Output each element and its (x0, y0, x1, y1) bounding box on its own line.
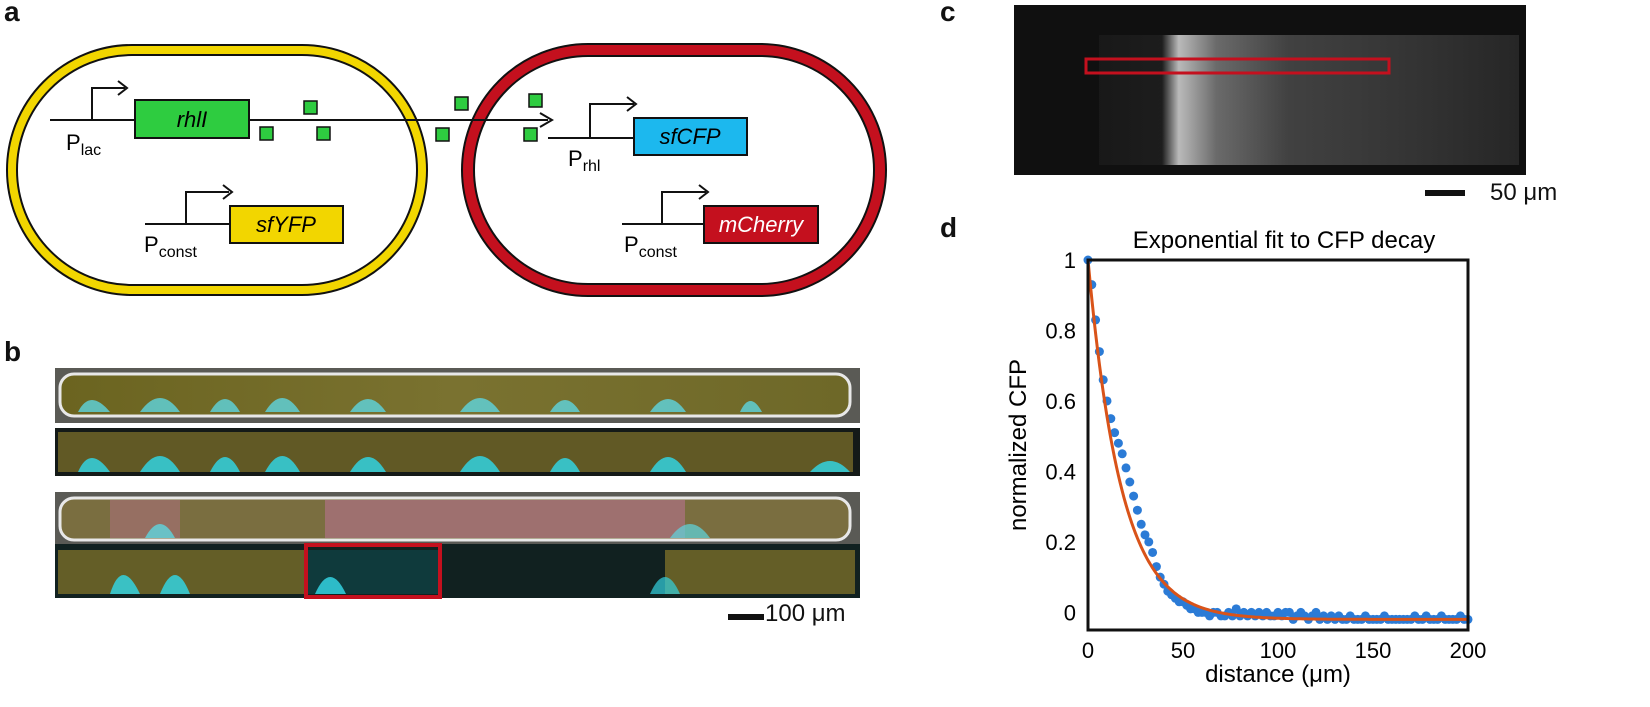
promoter-const-right-label: Pconst (624, 232, 677, 261)
data-points (1083, 255, 1473, 624)
data-point (1110, 428, 1120, 438)
dna-arrow-icon (539, 112, 554, 128)
promoter-rhl-label: Prhl (568, 146, 600, 175)
promoter-const-right-icon (661, 191, 706, 224)
gene-sfCFP (633, 117, 748, 156)
data-point (1140, 530, 1150, 540)
promoter-lac-label: Plac (66, 130, 101, 159)
gene-rhlI-label: rhlI (177, 107, 208, 132)
y-axis: 0 0.2 0.4 0.6 0.8 1 (1045, 248, 1076, 625)
promoter-rhl-icon (589, 103, 634, 138)
y-tick-label: 1 (1064, 248, 1076, 273)
data-point (1121, 463, 1131, 473)
y-tick-label: 0.6 (1045, 389, 1076, 414)
scale-bar-c (1425, 190, 1465, 196)
fluorescence-region (1099, 35, 1519, 165)
signal-molecule (454, 96, 469, 111)
promoter-const-left-label: Pconst (144, 232, 197, 261)
gene-rhlI (134, 99, 250, 139)
gene-sfYFP (229, 205, 344, 244)
plot-frame (1086, 258, 1470, 632)
x-axis-label: distance (μm) (1205, 661, 1351, 688)
signal-molecule (523, 127, 538, 142)
signal-molecule (316, 126, 331, 141)
red-cell (463, 45, 885, 295)
signal-molecule (259, 126, 274, 141)
yellow-cell-outline (6, 44, 428, 296)
scale-bar-c-label: 50 μm (1490, 179, 1558, 206)
gene-mCherry (703, 205, 819, 244)
promoter-lac-icon (91, 87, 125, 120)
y-tick-label: 0.4 (1045, 459, 1076, 484)
promoter-const-right-arrow-icon (698, 184, 710, 200)
panel-c-label: c (940, 0, 956, 27)
x-tick-label: 150 (1355, 638, 1392, 663)
data-point (1113, 438, 1123, 448)
promoter-lac-arrow-icon (117, 80, 129, 96)
scale-bar-b-label: 100 μm (765, 600, 846, 627)
promoter-const-left-icon (185, 191, 229, 224)
channel-outline-1 (58, 372, 852, 418)
roi-box (1084, 57, 1391, 75)
signal-molecules (259, 93, 543, 142)
cfp-decay-chart: Exponential fit to CFP decay 00.20.40.60… (1005, 227, 1486, 688)
data-point (1231, 604, 1241, 614)
data-point (1125, 477, 1135, 487)
x-tick-label: 50 (1171, 638, 1195, 663)
panel-d-label: d (940, 212, 958, 243)
x-tick-label: 0 (1082, 638, 1094, 663)
y-axis-label: normalized CFP (1005, 359, 1032, 531)
fit-curve (1086, 259, 1468, 621)
signal-molecule (528, 93, 543, 108)
gene-sfCFP-label: sfCFP (659, 124, 720, 149)
x-tick-label: 200 (1450, 638, 1487, 663)
y-tick-label: 0.2 (1045, 530, 1076, 555)
data-point (1132, 505, 1142, 515)
y-tick-label: 0.8 (1045, 318, 1076, 343)
yellow-cell (8, 46, 426, 294)
panel-c-micrograph (1014, 5, 1526, 175)
promoter-rhl-arrow-icon (626, 96, 638, 112)
panel-b-label: b (4, 336, 22, 367)
x-tick-label: 100 (1260, 638, 1297, 663)
panel-a-label: a (4, 0, 20, 27)
panel-b-micrographs (55, 368, 860, 620)
y-tick-label: 0 (1064, 600, 1076, 625)
panel-a-diagram: Plac rhlI Pconst sfYFP Prhl sfCFP Pconst… (6, 43, 887, 297)
zoom-region-box (304, 543, 442, 599)
data-point (1144, 537, 1154, 547)
data-point (1148, 547, 1158, 557)
data-point (1136, 519, 1146, 529)
gene-mCherry-label: mCherry (719, 212, 805, 237)
data-point (1311, 607, 1321, 617)
gene-sfYFP-label: sfYFP (256, 212, 316, 237)
data-point (1284, 607, 1294, 617)
data-point (1129, 491, 1139, 501)
data-point (1117, 449, 1127, 459)
promoter-const-left-arrow-icon (222, 184, 234, 200)
chart-title: Exponential fit to CFP decay (1133, 227, 1435, 254)
x-axis: 0 50 100 150 200 (1082, 638, 1486, 663)
signal-molecule (303, 100, 318, 115)
signal-molecule (435, 127, 450, 142)
